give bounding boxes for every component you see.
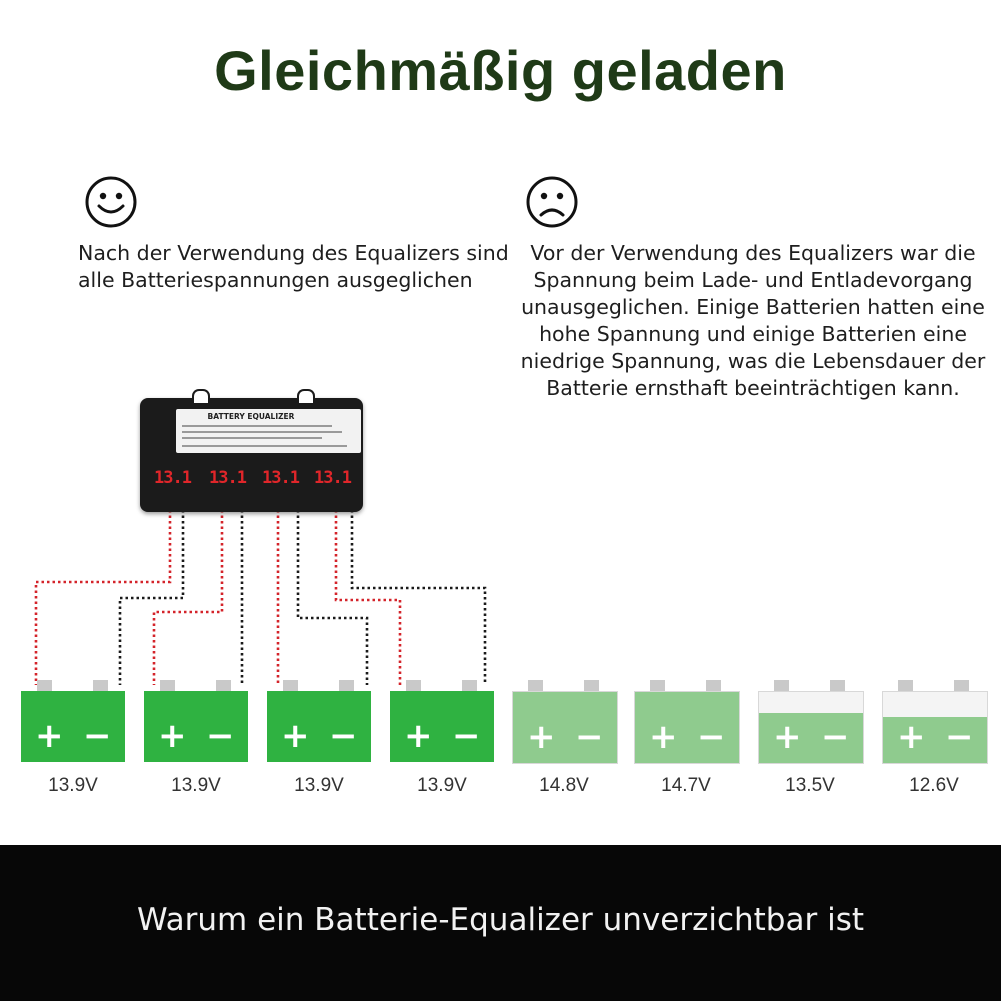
plus-icon: +	[404, 716, 433, 756]
battery-body: +−	[634, 691, 740, 764]
footer-text: Warum ein Batterie-Equalizer unverzichtb…	[136, 902, 865, 938]
equalizer-label-title: BATTERY EQUALIZER	[207, 412, 295, 421]
battery-body: +−	[21, 691, 125, 762]
battery-charge-level	[267, 691, 371, 762]
battery-terminal	[706, 680, 721, 691]
equalizer-wiring	[34, 510, 487, 685]
caption-after-equalizer: Nach der Verwendung des Equalizers sind …	[78, 241, 509, 292]
minus-icon: −	[697, 717, 726, 757]
battery-terminal	[283, 680, 298, 691]
battery-terminal	[93, 680, 108, 691]
mounting-tab	[192, 389, 210, 403]
battery-body: +−	[882, 691, 988, 764]
wire-negative-3	[296, 510, 369, 685]
plus-icon: +	[897, 717, 926, 757]
battery-terminal	[406, 680, 421, 691]
page-title: Gleichmäßig geladen	[214, 39, 787, 102]
battery-body: +−	[512, 691, 618, 764]
mounting-tab	[297, 389, 315, 403]
wire-negative-1	[118, 510, 185, 685]
battery-body: +−	[390, 691, 494, 762]
battery-charge-level	[513, 692, 617, 763]
minus-icon: −	[575, 717, 604, 757]
battery-terminal	[339, 680, 354, 691]
voltage-display-1: 13.1	[154, 468, 192, 488]
equalizer-label: BATTERY EQUALIZER	[176, 409, 361, 453]
minus-icon: −	[452, 716, 481, 756]
plus-icon: +	[158, 716, 187, 756]
wire-positive-1	[34, 510, 172, 685]
battery-charge-level	[144, 691, 248, 762]
plus-icon: +	[281, 716, 310, 756]
battery-terminal	[898, 680, 913, 691]
battery-charge-level	[21, 691, 125, 762]
plus-icon: +	[773, 717, 802, 757]
minus-icon: −	[206, 716, 235, 756]
wire-positive-4	[334, 510, 402, 685]
battery-terminal	[216, 680, 231, 691]
minus-icon: −	[83, 716, 112, 756]
footer-banner: Warum ein Batterie-Equalizer unverzichtb…	[0, 845, 1001, 1001]
battery-body: +−	[144, 691, 248, 762]
plus-icon: +	[35, 716, 64, 756]
voltage-display-2: 13.1	[209, 468, 247, 488]
battery-voltage-label: 13.5V	[785, 775, 835, 796]
wire-negative-4	[350, 510, 487, 685]
battery-body: +−	[267, 691, 371, 762]
battery-charge-level	[635, 692, 739, 763]
minus-icon: −	[329, 716, 358, 756]
battery-terminal	[650, 680, 665, 691]
battery-charge-level	[759, 713, 863, 763]
caption-before-equalizer: Vor der Verwendung des Equalizers war di…	[520, 241, 986, 400]
voltage-display-4: 13.1	[314, 468, 352, 488]
battery-terminal	[830, 680, 845, 691]
battery-equalizer-device: BATTERY EQUALIZER 13.1 13.1 13.1 13.1	[140, 389, 363, 512]
battery-terminal	[774, 680, 789, 691]
minus-icon: −	[945, 717, 974, 757]
wire-positive-2	[152, 510, 224, 685]
smiley-face-icon	[85, 176, 137, 228]
plus-icon: +	[649, 717, 678, 757]
battery-voltage-label: 13.9V	[294, 775, 344, 796]
battery-charge-level	[390, 691, 494, 762]
battery-terminal	[462, 680, 477, 691]
plus-icon: +	[527, 717, 556, 757]
battery-body: +−	[758, 691, 864, 764]
battery-voltage-label: 13.9V	[417, 775, 467, 796]
voltage-display-3: 13.1	[262, 468, 300, 488]
battery-voltage-label: 14.8V	[539, 775, 589, 796]
battery-voltage-label: 13.9V	[48, 775, 98, 796]
battery-terminal	[37, 680, 52, 691]
battery-terminal	[584, 680, 599, 691]
minus-icon: −	[821, 717, 850, 757]
battery-terminal	[160, 680, 175, 691]
battery-voltage-label: 14.7V	[661, 775, 711, 796]
battery-voltage-label: 12.6V	[909, 775, 959, 796]
battery-voltage-label: 13.9V	[171, 775, 221, 796]
battery-terminal	[954, 680, 969, 691]
battery-charge-level	[883, 716, 987, 763]
equalizer-displays: 13.1 13.1 13.1 13.1	[154, 468, 354, 488]
battery-terminal	[528, 680, 543, 691]
sad-face-icon	[526, 176, 578, 228]
